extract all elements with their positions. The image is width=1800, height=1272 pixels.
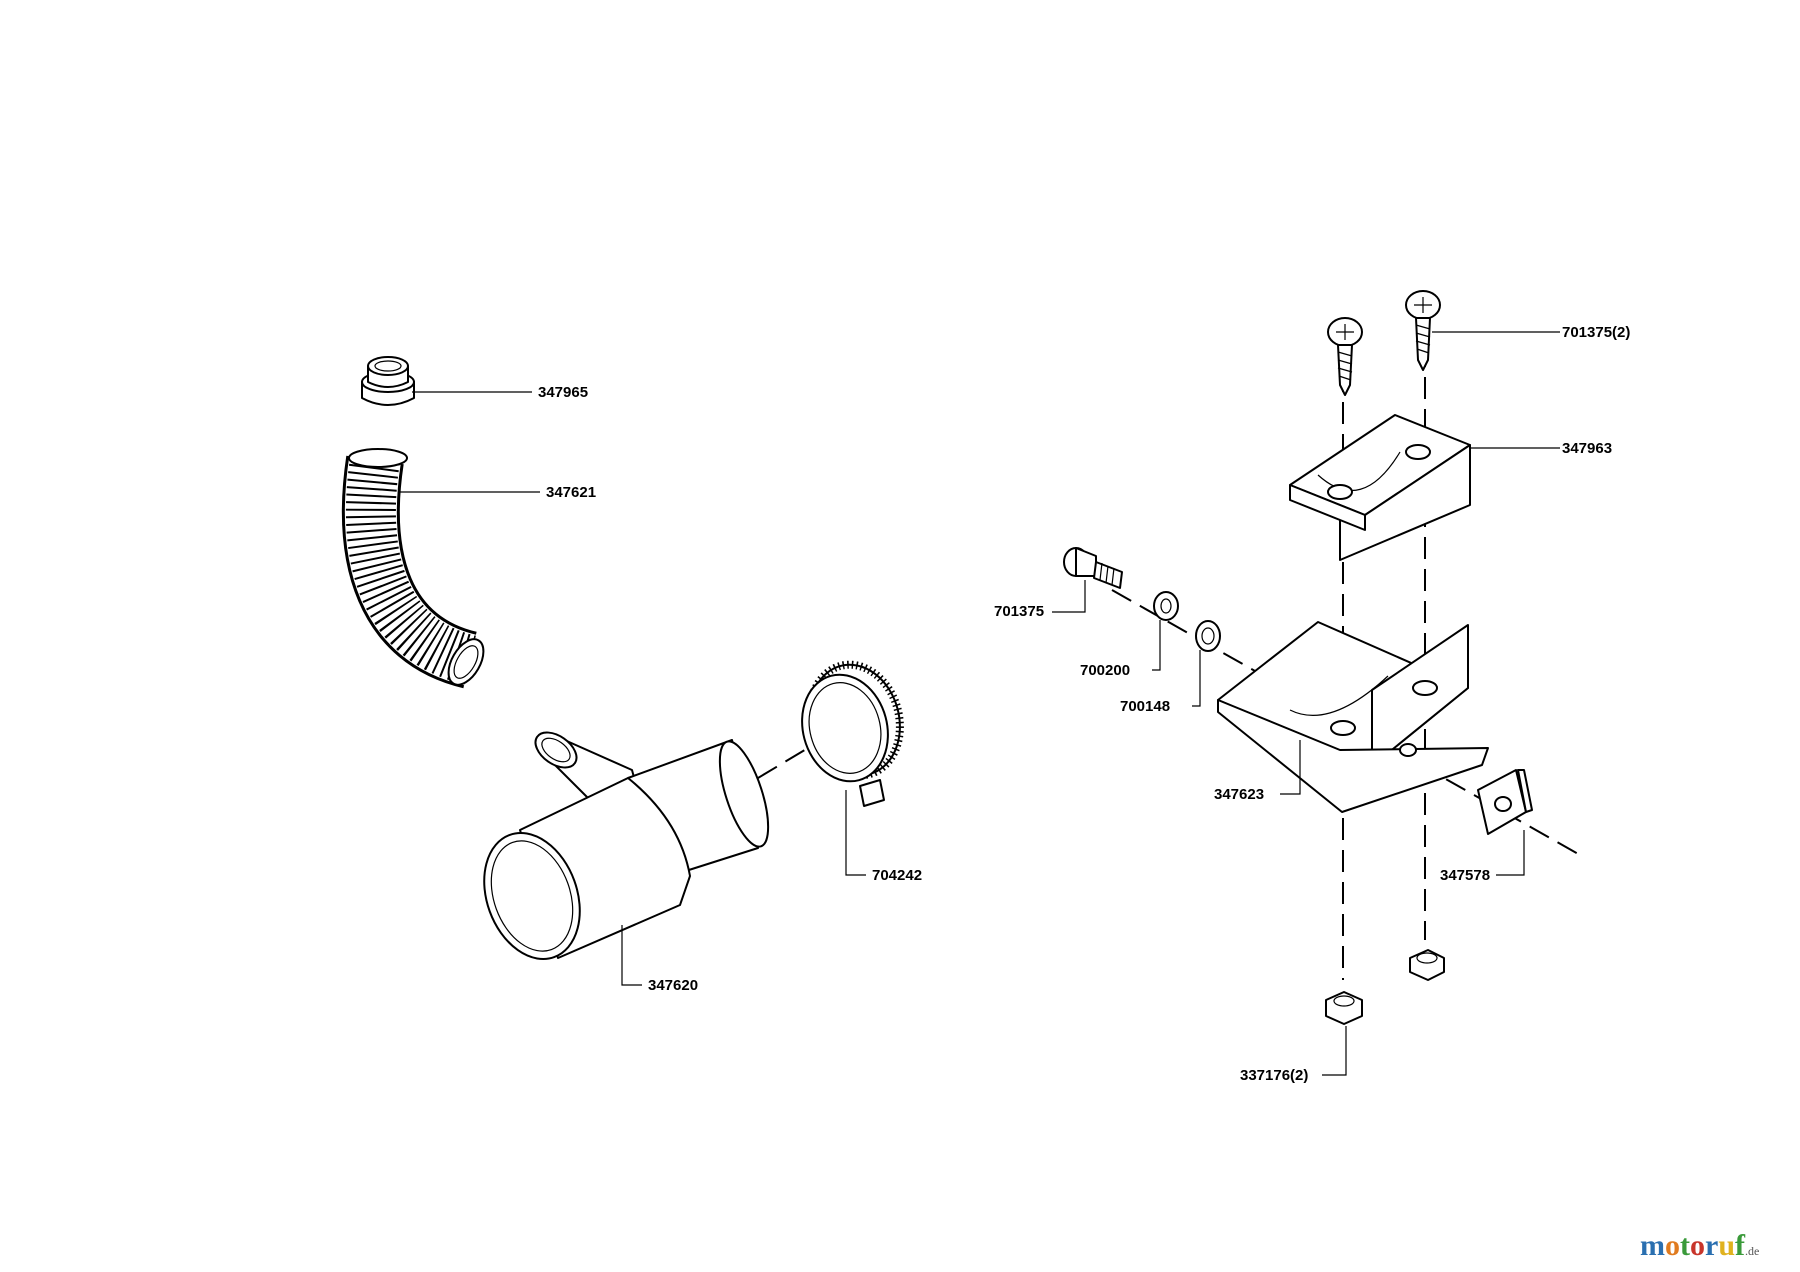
nut-337176-right [1409,949,1445,981]
bolt-701375 [1063,547,1123,589]
washer-700200 [1153,591,1179,621]
label-347623: 347623 [1214,786,1264,803]
label-337176-2: 337176(2) [1240,1067,1308,1084]
plate-347578 [1477,769,1533,835]
screw-701375-right [1405,290,1441,371]
label-347965: 347965 [538,384,588,401]
label-701375-2: 701375(2) [1562,324,1630,341]
label-347620: 347620 [648,977,698,994]
svg-text:motoruf.de: motoruf.de [1640,1229,1759,1262]
lower-bracket-347623 [1217,621,1489,813]
label-347621: 347621 [546,484,596,501]
label-700200: 700200 [1080,662,1130,679]
label-701375: 701375 [994,603,1044,620]
nozzle-347620 [483,731,770,960]
corrugated-hose-347621 [341,448,485,689]
knurled-ring-704242 [801,660,904,807]
label-704242: 704242 [872,867,922,884]
label-347578: 347578 [1440,867,1490,884]
upper-bracket-347963 [1289,414,1471,561]
bushing-347965 [361,356,415,406]
screw-701375-left [1327,317,1363,396]
lock-washer-700148 [1195,620,1221,652]
motoruf-logo: motoruf.de [1640,1229,1759,1262]
label-347963: 347963 [1562,440,1612,457]
label-700148: 700148 [1120,698,1170,715]
nut-337176-left [1325,991,1363,1025]
